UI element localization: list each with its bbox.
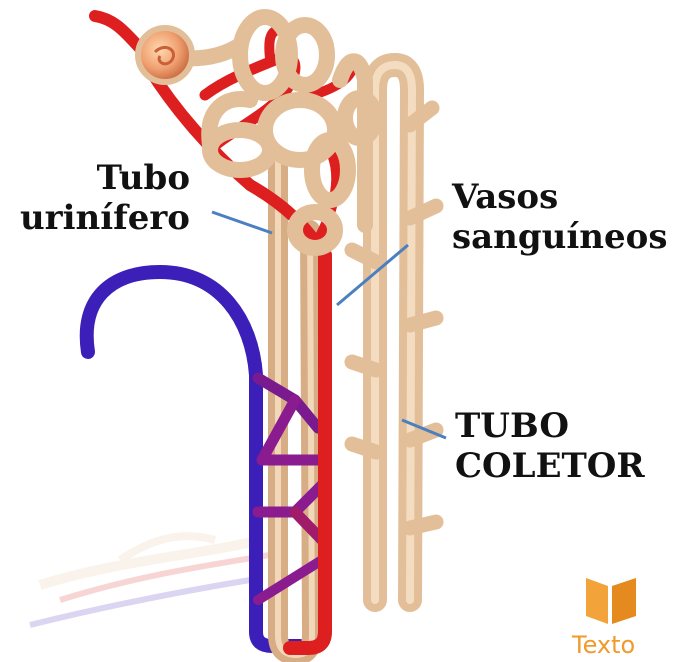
label-line: COLETOR [455, 446, 645, 486]
label-tubo-urinifero: Tubo urinífero [20, 158, 190, 238]
logo-text: Texto [572, 631, 635, 659]
label-line: urinífero [20, 198, 190, 238]
label-vasos-sanguineos: Vasos sanguíneos [452, 177, 667, 257]
label-tubo-coletor: TUBO COLETOR [455, 406, 645, 486]
label-line: sanguíneos [452, 217, 667, 257]
pointer-urinifero [212, 212, 272, 233]
label-line: Vasos [452, 177, 667, 217]
label-line: TUBO [455, 406, 645, 446]
reflection [30, 536, 270, 625]
glomerulus [138, 28, 192, 82]
label-line: Tubo [20, 158, 190, 198]
